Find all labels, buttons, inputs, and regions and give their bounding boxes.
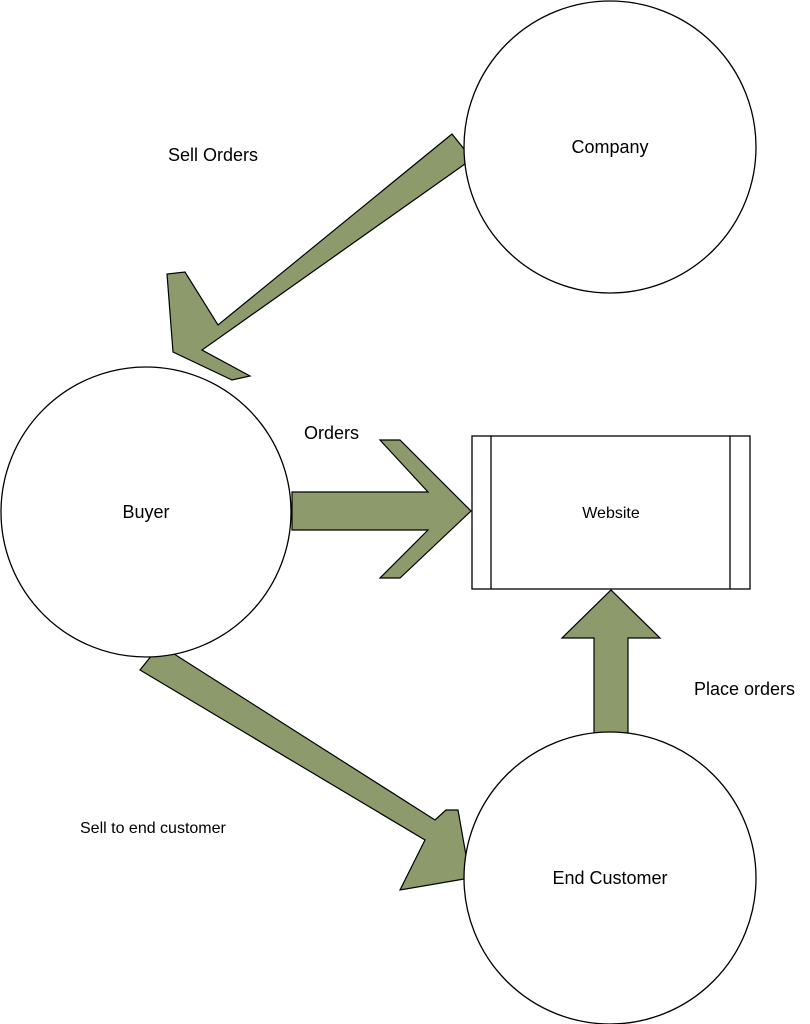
place-orders-label: Place orders [694, 679, 795, 699]
arrow-buyer-to-website [291, 439, 472, 579]
arrow-company-to-buyer [166, 133, 473, 381]
website-node [471, 435, 751, 590]
company-label: Company [571, 137, 648, 157]
sell-to-end-customer-label: Sell to end customer [80, 820, 227, 837]
company-node [463, 0, 757, 294]
orders-label: Orders [304, 423, 359, 443]
buyer-label: Buyer [122, 502, 169, 522]
end-customer-label: End Customer [552, 868, 667, 888]
website-label: Website [582, 505, 640, 522]
buyer-node [0, 366, 292, 658]
end-customer-node [463, 731, 757, 1024]
arrow-end-customer-to-website [560, 589, 662, 734]
arrow-buyer-to-end-customer [139, 644, 471, 891]
sell-orders-label: Sell Orders [168, 145, 258, 165]
